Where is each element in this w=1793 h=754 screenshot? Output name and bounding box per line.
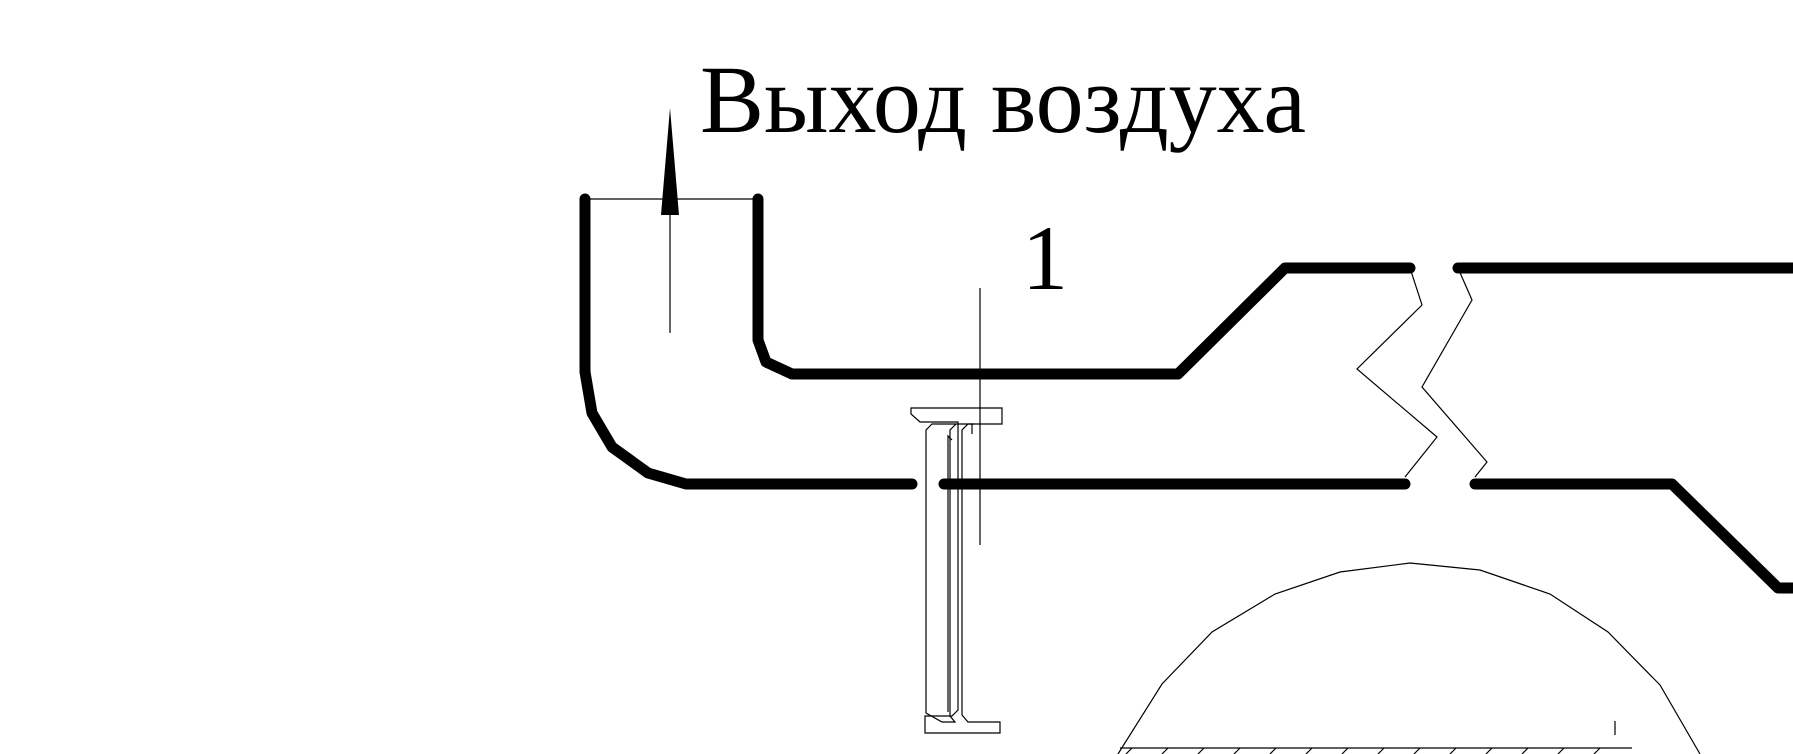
support-bracket-inner	[925, 423, 974, 723]
break-line-right	[1421, 267, 1488, 478]
airflow-arrow	[661, 108, 679, 333]
base-hatch	[1120, 721, 1632, 754]
duct-inner-wall	[752, 193, 1416, 380]
callout-number-label: 1	[1022, 207, 1068, 309]
air-outlet-label: Выход воздуха	[700, 46, 1306, 153]
break-line-left	[1356, 267, 1438, 478]
duct-bottom-wall-right	[1469, 478, 1793, 594]
tank-dome	[1117, 562, 1701, 754]
support-bracket-flange	[947, 424, 973, 712]
support-bracket-outer	[910, 407, 1003, 734]
duct-outer-wall	[579, 193, 918, 490]
